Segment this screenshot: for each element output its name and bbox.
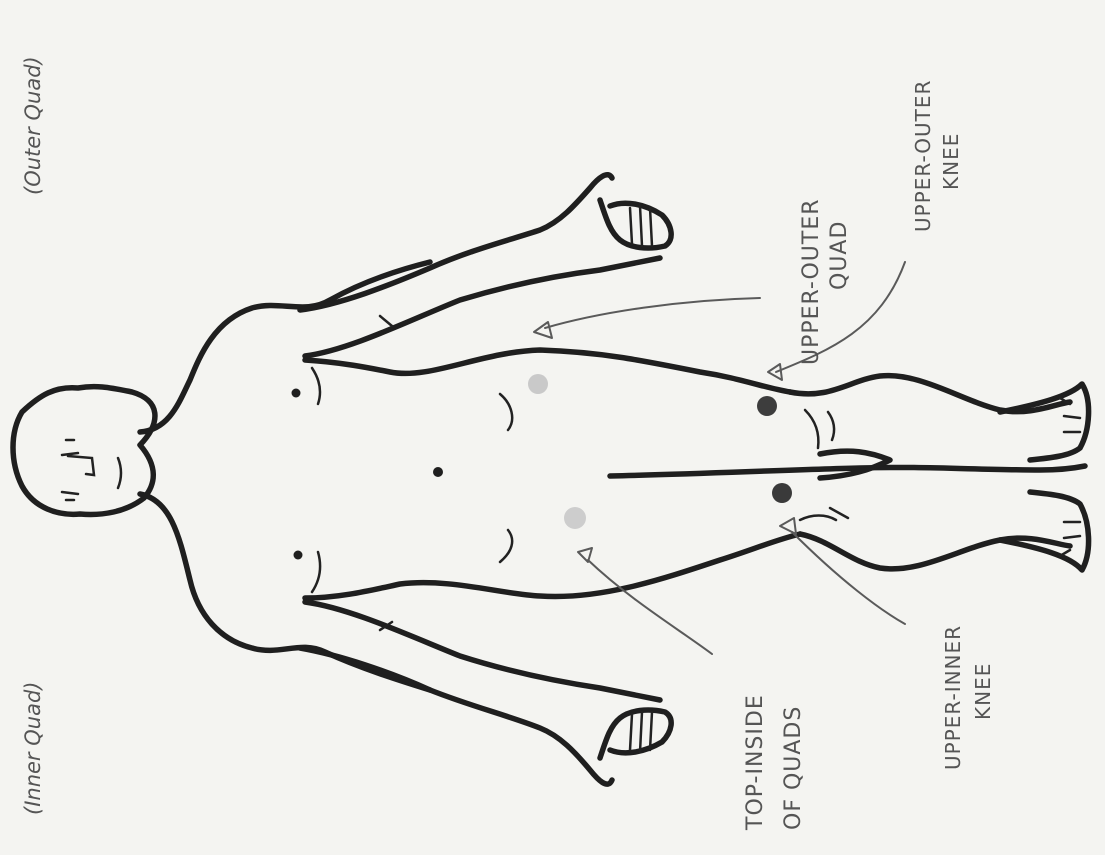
pointer-top-inside-quads [588,560,712,654]
nipple-left [292,389,301,398]
label-top-inside-quads-line2: OF QUADS [781,706,806,830]
nipple-right [294,551,303,560]
point-upper-outer-quad [528,374,548,394]
point-upper-outer-knee [757,396,777,416]
label-upper-outer-knee-line2: KNEE [939,133,963,190]
label-upper-inner-knee-line1: UPPER-INNER [941,625,965,770]
label-inner-quad: (Inner Quad) [21,682,45,815]
point-top-inside-quads [564,507,586,529]
navel [433,467,443,477]
label-upper-outer-knee-line1: UPPER-OUTER [911,80,935,232]
head [13,387,155,515]
pointer-upper-inner-knee [792,532,905,624]
label-upper-outer-quad-line2: QUAD [827,221,852,290]
left-arm [300,175,671,356]
pointer-upper-outer-quad [545,298,760,328]
legs [610,376,1089,570]
right-arm [300,602,671,784]
label-upper-inner-knee-line2: KNEE [971,663,995,720]
label-top-inside-quads-line1: TOP-INSIDE [743,694,768,831]
label-outer-quad: (Outer Quad) [21,56,45,195]
label-upper-outer-quad-line1: UPPER-OUTER [799,198,824,365]
point-upper-inner-knee [772,483,792,503]
